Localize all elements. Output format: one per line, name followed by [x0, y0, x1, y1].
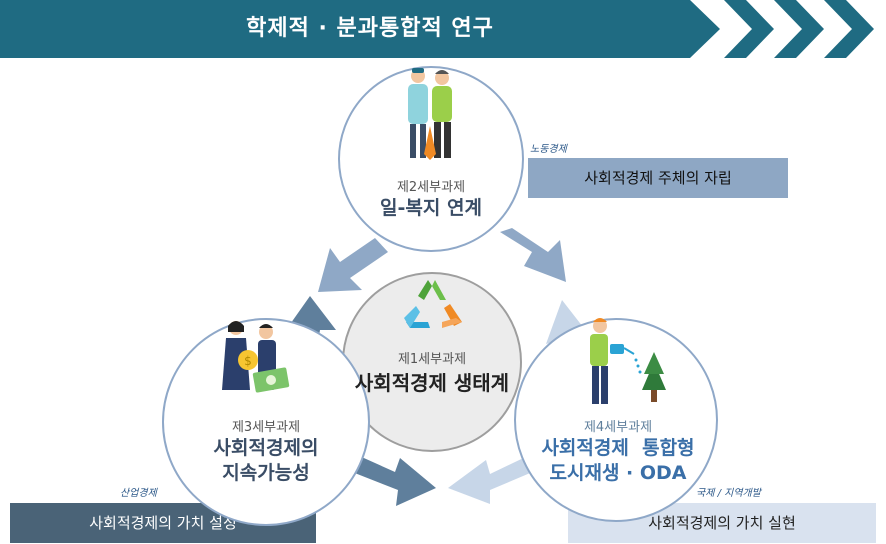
left-title-line2: 지속가능성: [222, 462, 310, 484]
right-title-line1: 사회적경제 통합형: [541, 437, 695, 459]
arrow-right-to-bottom: [448, 452, 542, 504]
left-caption: 제3세부과제: [231, 420, 301, 435]
left-note: 산업경제: [120, 488, 157, 499]
top-note: 노동경제: [530, 144, 567, 155]
svg-text:$: $: [244, 354, 252, 368]
right-note: 국제 / 지역개발: [696, 488, 761, 499]
right-caption: 제4세부과제: [583, 420, 653, 435]
left-title-line1: 사회적경제의: [213, 437, 319, 459]
bar-self-reliance: 사회적경제 주체의 자립: [528, 158, 788, 198]
center-caption: 제1세부과제: [397, 352, 467, 367]
recycle-icon: [404, 280, 462, 328]
center-title: 사회적경제 생태계: [354, 371, 510, 395]
top-caption: 제2세부과제: [396, 180, 466, 195]
arrow-top-to-right: [500, 228, 566, 282]
header-banner: [0, 0, 720, 58]
top-title: 일-복지 연계: [380, 197, 482, 219]
people-icon: [408, 68, 452, 160]
page-title: 학제적 · 분과통합적 연구: [246, 16, 494, 41]
gardener-icon: [590, 318, 666, 404]
arrow-top-to-left: [318, 238, 388, 292]
right-title-line2: 도시재생 · ODA: [549, 462, 687, 484]
arrow-left-to-bottom: [342, 450, 436, 506]
circle-task-1: [342, 272, 522, 452]
money-icon: $: [222, 321, 290, 393]
